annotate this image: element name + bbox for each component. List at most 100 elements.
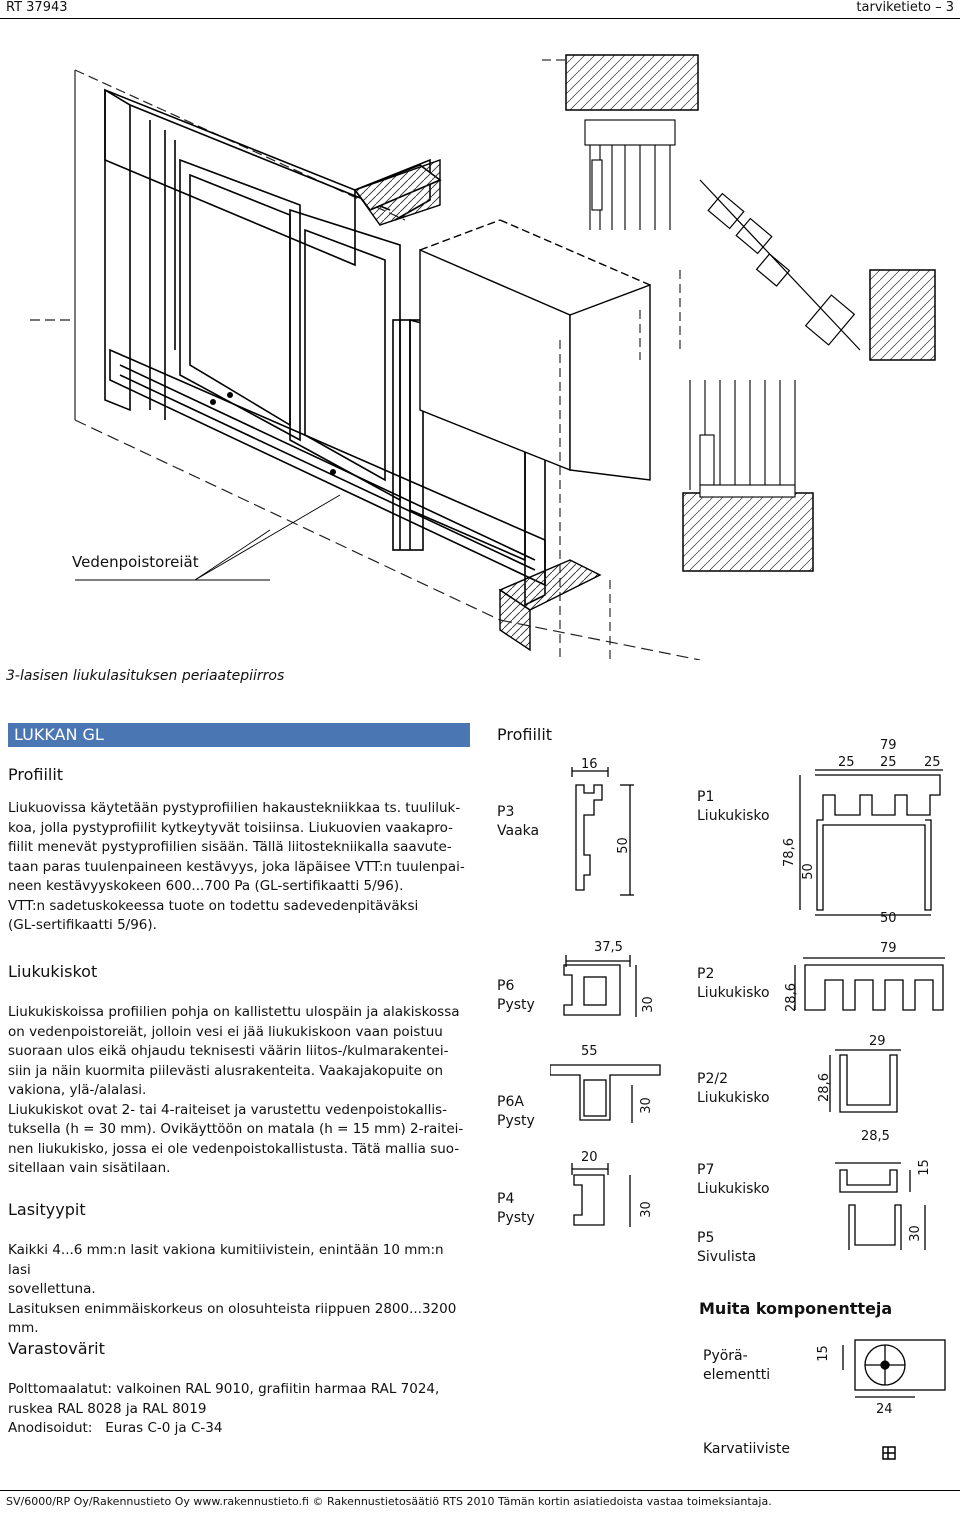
text-line: sitellaan vain sisätilaan. — [8, 1160, 171, 1176]
text-line: tuksella (h = 30 mm). Ovikäyttöön on mat… — [8, 1121, 464, 1137]
dim-label: 30 — [640, 996, 656, 1013]
dim-label: 25 — [924, 755, 941, 770]
lasityypit-text: Kaikki 4...6 mm:n lasit vakiona kumitiiv… — [8, 1241, 470, 1339]
profile-code: P5 — [697, 1230, 715, 1246]
header-rule — [0, 18, 960, 19]
text-line: Liukukiskoissa profiilien pohja on kalli… — [8, 1004, 460, 1020]
brush-seal-icon — [882, 1446, 896, 1460]
text-line: Lasituksen enimmäiskorkeus on olosuhteis… — [8, 1300, 457, 1317]
profile-type: Pysty — [497, 997, 535, 1013]
profile-p6-label: P6 Pysty — [497, 977, 535, 1015]
profiilit-heading: Profiilit — [8, 765, 64, 784]
profile-type: Vaaka — [497, 823, 540, 839]
text-line: nen liukukisko, jossa ei ole vedenpoisto… — [8, 1140, 460, 1157]
dim-label: 25 — [880, 755, 897, 770]
wheel-element-drawing — [842, 1339, 946, 1398]
wheel-label-line: elementti — [703, 1367, 771, 1383]
text-line: on vedenpoistoreiät, jolloin vesi ei jää… — [8, 1023, 443, 1040]
profile-drawings-left — [550, 767, 661, 1227]
lasityypit-heading: Lasityypit — [8, 1200, 86, 1219]
text-line: vakiona, ylä-/alalasi. — [8, 1082, 147, 1098]
text-line: Liukuovissa käytetään pystyprofiilien ha… — [8, 800, 461, 816]
profile-code: P4 — [497, 1191, 515, 1207]
profile-p5-label: P5 Sivulista — [697, 1229, 756, 1267]
wheel-element-label: Pyörä- elementti — [703, 1347, 770, 1385]
text-line: mm. — [8, 1320, 39, 1336]
profile-code: P7 — [697, 1162, 715, 1178]
text-line: koa, jolla pystyprofiilit kytkeytyvät to… — [8, 819, 454, 836]
profile-type: Liukukisko — [697, 808, 770, 824]
profile-p6a-label: P6A Pysty — [497, 1093, 535, 1131]
dim-label: 20 — [581, 1150, 598, 1165]
dim-label: 50 — [880, 911, 897, 926]
dim-label: 16 — [581, 757, 598, 772]
text-line: fiilit menevät pystyprofiilien sisään. T… — [8, 839, 452, 855]
dim-label: 30 — [638, 1201, 654, 1218]
text-line: neen kestävyyskokeen 600...700 Pa (GL-se… — [8, 878, 404, 894]
other-components-heading: Muita komponentteja — [699, 1299, 893, 1318]
dim-label: 50 — [615, 837, 631, 854]
drain-holes-callout: Vedenpoistoreiät — [72, 553, 199, 571]
text-line: Anodisoidut: Euras C-0 ja C-34 — [8, 1420, 223, 1436]
profile-code: P2/2 — [697, 1071, 728, 1087]
figure-caption: 3-lasisen liukulasituksen periaatepiirro… — [6, 668, 285, 684]
varastovarit-text: Polttomaalatut: valkoinen RAL 9010, graf… — [8, 1380, 470, 1439]
text-line: siin ja näin kuormita piilevästi alusrak… — [8, 1062, 444, 1079]
section-bar: LUKKAN GL — [8, 723, 470, 747]
doc-code: RT 37943 — [6, 0, 68, 15]
dim-label: 30 — [638, 1097, 654, 1114]
dim-label: 24 — [876, 1402, 893, 1417]
profile-type: Liukukisko — [697, 1181, 770, 1197]
dim-label: 78,6 — [781, 838, 797, 867]
page-label: tarviketieto – 3 — [856, 0, 954, 15]
dim-label: 79 — [880, 941, 897, 956]
wheel-label-line: Pyörä- — [703, 1348, 748, 1364]
dim-label: 55 — [581, 1044, 598, 1059]
profile-code: P3 — [497, 804, 515, 820]
text-line: VTT:n sadetuskokeessa tuote on todettu s… — [8, 897, 419, 914]
text-line: Liukukiskot ovat 2- tai 4-raiteiset ja v… — [8, 1101, 447, 1118]
profile-type: Sivulista — [697, 1249, 757, 1265]
liukukiskot-heading: Liukukiskot — [8, 962, 98, 981]
profile-p22-label: P2/2 Liukukisko — [697, 1070, 770, 1108]
text-line: Kaikki 4...6 mm:n lasit vakiona kumitiiv… — [8, 1242, 444, 1278]
dim-label: 37,5 — [594, 940, 623, 955]
profile-type: Pysty — [497, 1113, 535, 1129]
footer-rule — [0, 1490, 960, 1491]
dim-label: 15 — [815, 1345, 831, 1362]
profile-p1-label: P1 Liukukisko — [697, 788, 770, 826]
profile-code: P6A — [497, 1094, 524, 1110]
profile-p3-label: P3 Vaaka — [497, 803, 539, 841]
text-line: ruskea RAL 8028 ja RAL 8019 — [8, 1400, 207, 1417]
text-line: suoraan ulos eikä ohjaudu teknisesti vää… — [8, 1043, 449, 1059]
profile-type: Liukukisko — [697, 985, 770, 1001]
profile-p7-label: P7 Liukukisko — [697, 1161, 770, 1199]
varastovarit-heading: Varastovärit — [8, 1339, 105, 1358]
profile-type: Liukukisko — [697, 1090, 770, 1106]
profiilit-text: Liukuovissa käytetään pystyprofiilien ha… — [8, 799, 470, 936]
dim-label: 28,6 — [816, 1073, 832, 1102]
sliding-glazing-drawing — [30, 54, 936, 660]
profile-type: Pysty — [497, 1210, 535, 1226]
dim-label: 50 — [800, 863, 816, 880]
profile-drawings-right — [794, 769, 945, 1250]
profile-code: P2 — [697, 966, 715, 982]
text-line: Polttomaalatut: valkoinen RAL 9010, graf… — [8, 1381, 440, 1397]
brush-seal-label: Karvatiiviste — [703, 1441, 790, 1457]
dim-label: 29 — [869, 1034, 886, 1049]
profiles-panel-heading: Profiilit — [497, 725, 553, 744]
text-line: (GL-sertifikaatti 5/96). — [8, 917, 157, 933]
dim-label: 28,6 — [783, 983, 799, 1012]
dim-label: 25 — [838, 755, 855, 770]
dim-label: 15 — [916, 1159, 932, 1176]
dim-label: 28,5 — [861, 1129, 890, 1144]
profile-p4-label: P4 Pysty — [497, 1190, 535, 1228]
profile-code: P6 — [497, 978, 515, 994]
text-line: sovellettuna. — [8, 1281, 96, 1297]
liukukiskot-text: Liukukiskoissa profiilien pohja on kalli… — [8, 1003, 470, 1179]
footer-text: SV/6000/RP Oy/Rakennustieto Oy www.raken… — [6, 1495, 772, 1508]
dim-label: 79 — [880, 738, 897, 753]
dim-label: 30 — [907, 1225, 923, 1242]
text-line: taan paras tuulenpaineen kestävyys, joka… — [8, 858, 465, 875]
profile-code: P1 — [697, 789, 715, 805]
